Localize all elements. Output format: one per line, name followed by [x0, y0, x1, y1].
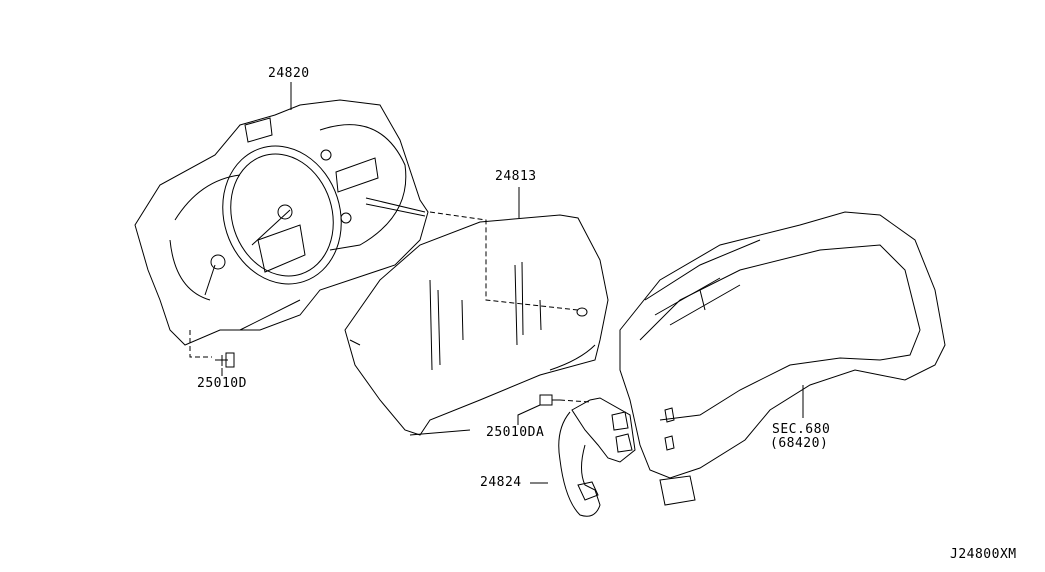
leader-25010d-dashed — [189, 330, 212, 358]
label-68420: (68420) — [770, 436, 829, 451]
screw-25010da — [539, 394, 560, 406]
label-sec680: SEC.680 — [772, 422, 831, 437]
label-25010da: 25010DA — [486, 425, 545, 440]
combination-meter — [134, 99, 429, 346]
label-24820: 24820 — [268, 66, 310, 81]
screw-25010d — [215, 352, 235, 368]
meter-lens — [344, 214, 609, 436]
switch-harness — [558, 397, 636, 517]
cluster-finisher — [619, 211, 946, 506]
label-24813: 24813 — [495, 169, 537, 184]
label-24824: 24824 — [480, 475, 522, 490]
diagram-code: J24800XM — [950, 547, 1017, 562]
leader-25010da — [517, 404, 541, 425]
leader-24813-dashed — [429, 211, 579, 311]
label-25010d: 25010D — [197, 376, 247, 391]
